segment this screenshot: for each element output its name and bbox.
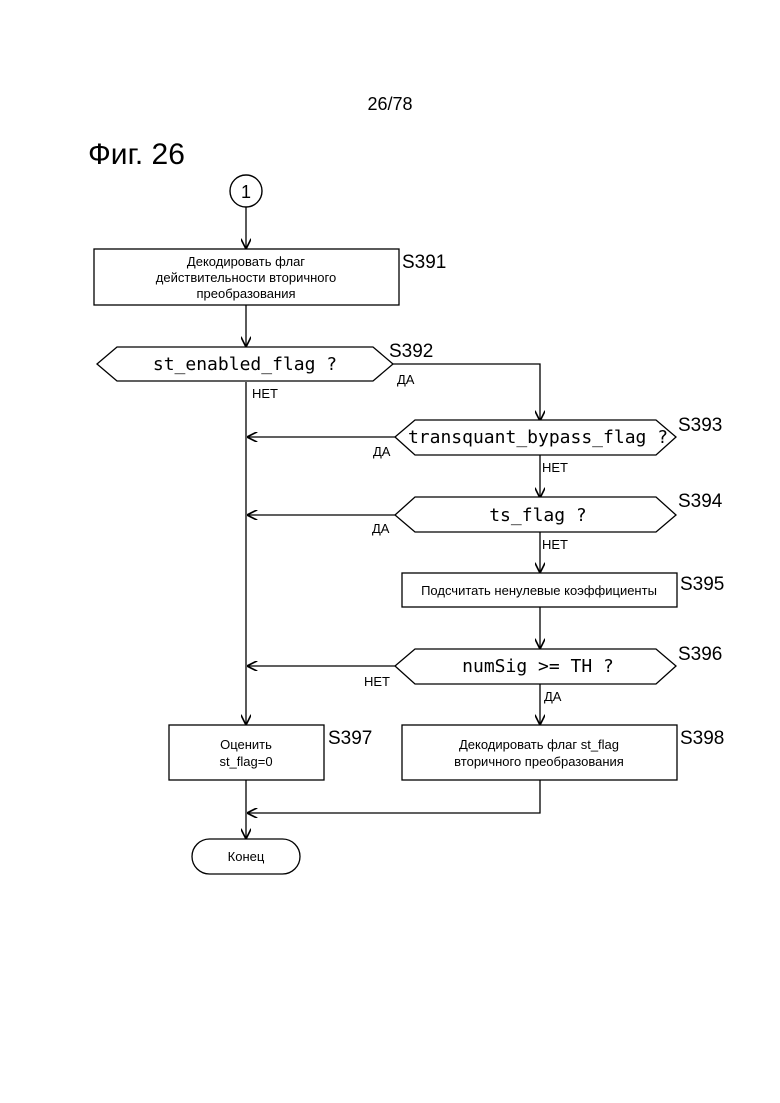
s397-step-id: S397: [328, 728, 372, 749]
s398-box: [402, 725, 677, 780]
end-label: Конец: [228, 849, 265, 864]
s393-yes-label: ДА: [373, 444, 391, 459]
s398-line-2: вторичного преобразования: [454, 754, 624, 769]
s391-line-1: Декодировать флаг: [187, 254, 305, 269]
s392-condition: st_enabled_flag ?: [153, 354, 337, 375]
figure-title: Фиг. 26: [88, 138, 185, 171]
s395-step-id: S395: [680, 574, 724, 595]
s392-yes-label: ДА: [397, 372, 415, 387]
s394-yes-label: ДА: [372, 521, 390, 536]
s394-no-label: НЕТ: [542, 537, 568, 552]
s397-line-2: st_flag=0: [219, 754, 272, 769]
s396-condition: numSig >= TH ?: [462, 656, 614, 677]
s392-no-label: НЕТ: [252, 386, 278, 401]
s396-yes-label: ДА: [544, 689, 562, 704]
s397-box: [169, 725, 324, 780]
s394-step-id: S394: [678, 491, 723, 512]
s393-no-label: НЕТ: [542, 460, 568, 475]
arrow-s398-merge: [248, 780, 540, 813]
connector-label: 1: [241, 182, 251, 202]
s396-no-label: НЕТ: [364, 674, 390, 689]
s391-step-id: S391: [402, 252, 446, 273]
s392-step-id: S392: [389, 341, 433, 362]
s396-step-id: S396: [678, 644, 722, 665]
s398-line-1: Декодировать флаг st_flag: [459, 737, 619, 752]
page-number: 26/78: [367, 94, 412, 114]
s398-step-id: S398: [680, 728, 724, 749]
s393-step-id: S393: [678, 415, 722, 436]
arrow-s392-yes: [393, 364, 540, 420]
s397-line-1: Оценить: [220, 737, 272, 752]
s394-condition: ts_flag ?: [489, 505, 587, 526]
s391-line-2: действительности вторичного: [156, 270, 336, 285]
s395-text: Подсчитать ненулевые коэффициенты: [421, 583, 657, 598]
s393-condition: transquant_bypass_flag ?: [408, 427, 668, 448]
s391-line-3: преобразования: [196, 286, 295, 301]
